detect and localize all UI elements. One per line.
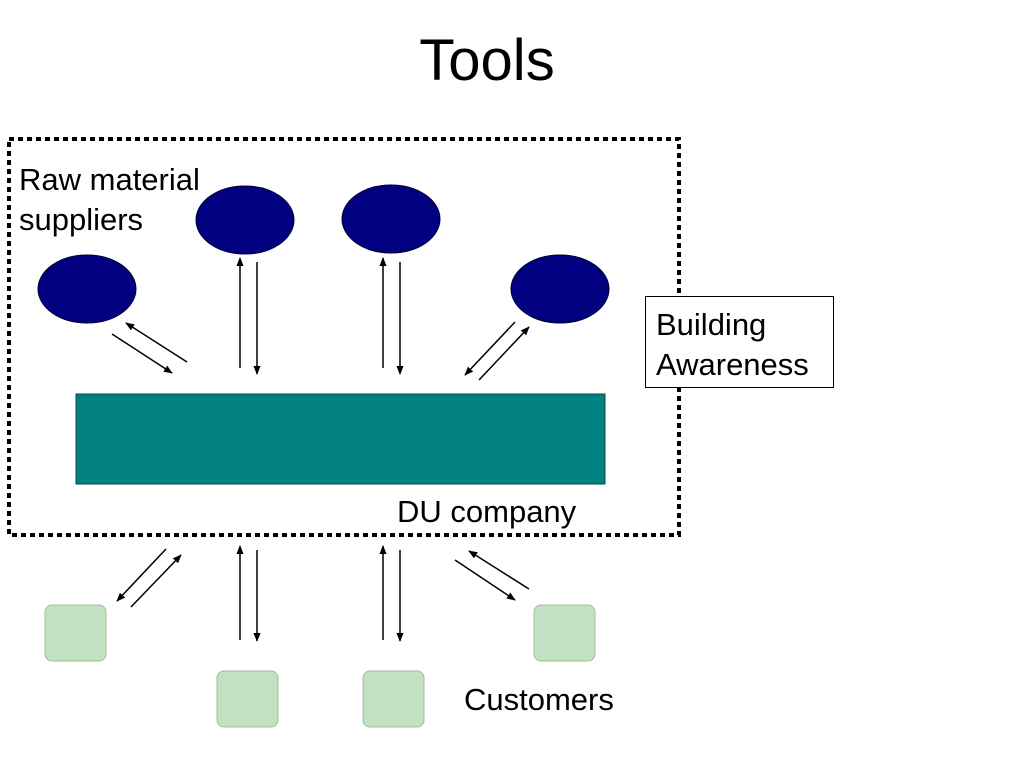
building-awareness-box: Building Awareness — [645, 296, 834, 388]
arrow-supplier4-to-company — [464, 321, 516, 376]
arrow-company-to-customer1 — [116, 548, 167, 602]
arrow-customer1-to-company — [130, 554, 182, 608]
slide-title: Tools — [419, 28, 555, 93]
supplier-node-3 — [341, 184, 441, 254]
company-label: DU company — [397, 494, 577, 529]
customer-node-4 — [533, 604, 596, 662]
awareness-label-line2: Awareness — [656, 347, 809, 382]
arrow-company-to-supplier4 — [478, 326, 530, 381]
supplier-node-4 — [510, 254, 610, 324]
customer-node-3 — [362, 670, 425, 728]
customers-label: Customers — [464, 682, 614, 717]
customer-node-1 — [44, 604, 107, 662]
arrow-company-to-customer4 — [454, 559, 516, 601]
supplier-node-2 — [195, 185, 295, 255]
arrow-company-to-supplier1 — [125, 322, 188, 363]
customer-node-2 — [216, 670, 279, 728]
supplier-node-1 — [37, 254, 137, 324]
suppliers-label-line1: Raw material — [19, 162, 200, 197]
company-bar — [75, 393, 606, 485]
arrow-customer4-to-company — [468, 550, 530, 590]
awareness-label-line1: Building — [656, 307, 767, 342]
suppliers-label-line2: suppliers — [19, 202, 144, 237]
arrow-supplier1-to-company — [111, 333, 173, 374]
